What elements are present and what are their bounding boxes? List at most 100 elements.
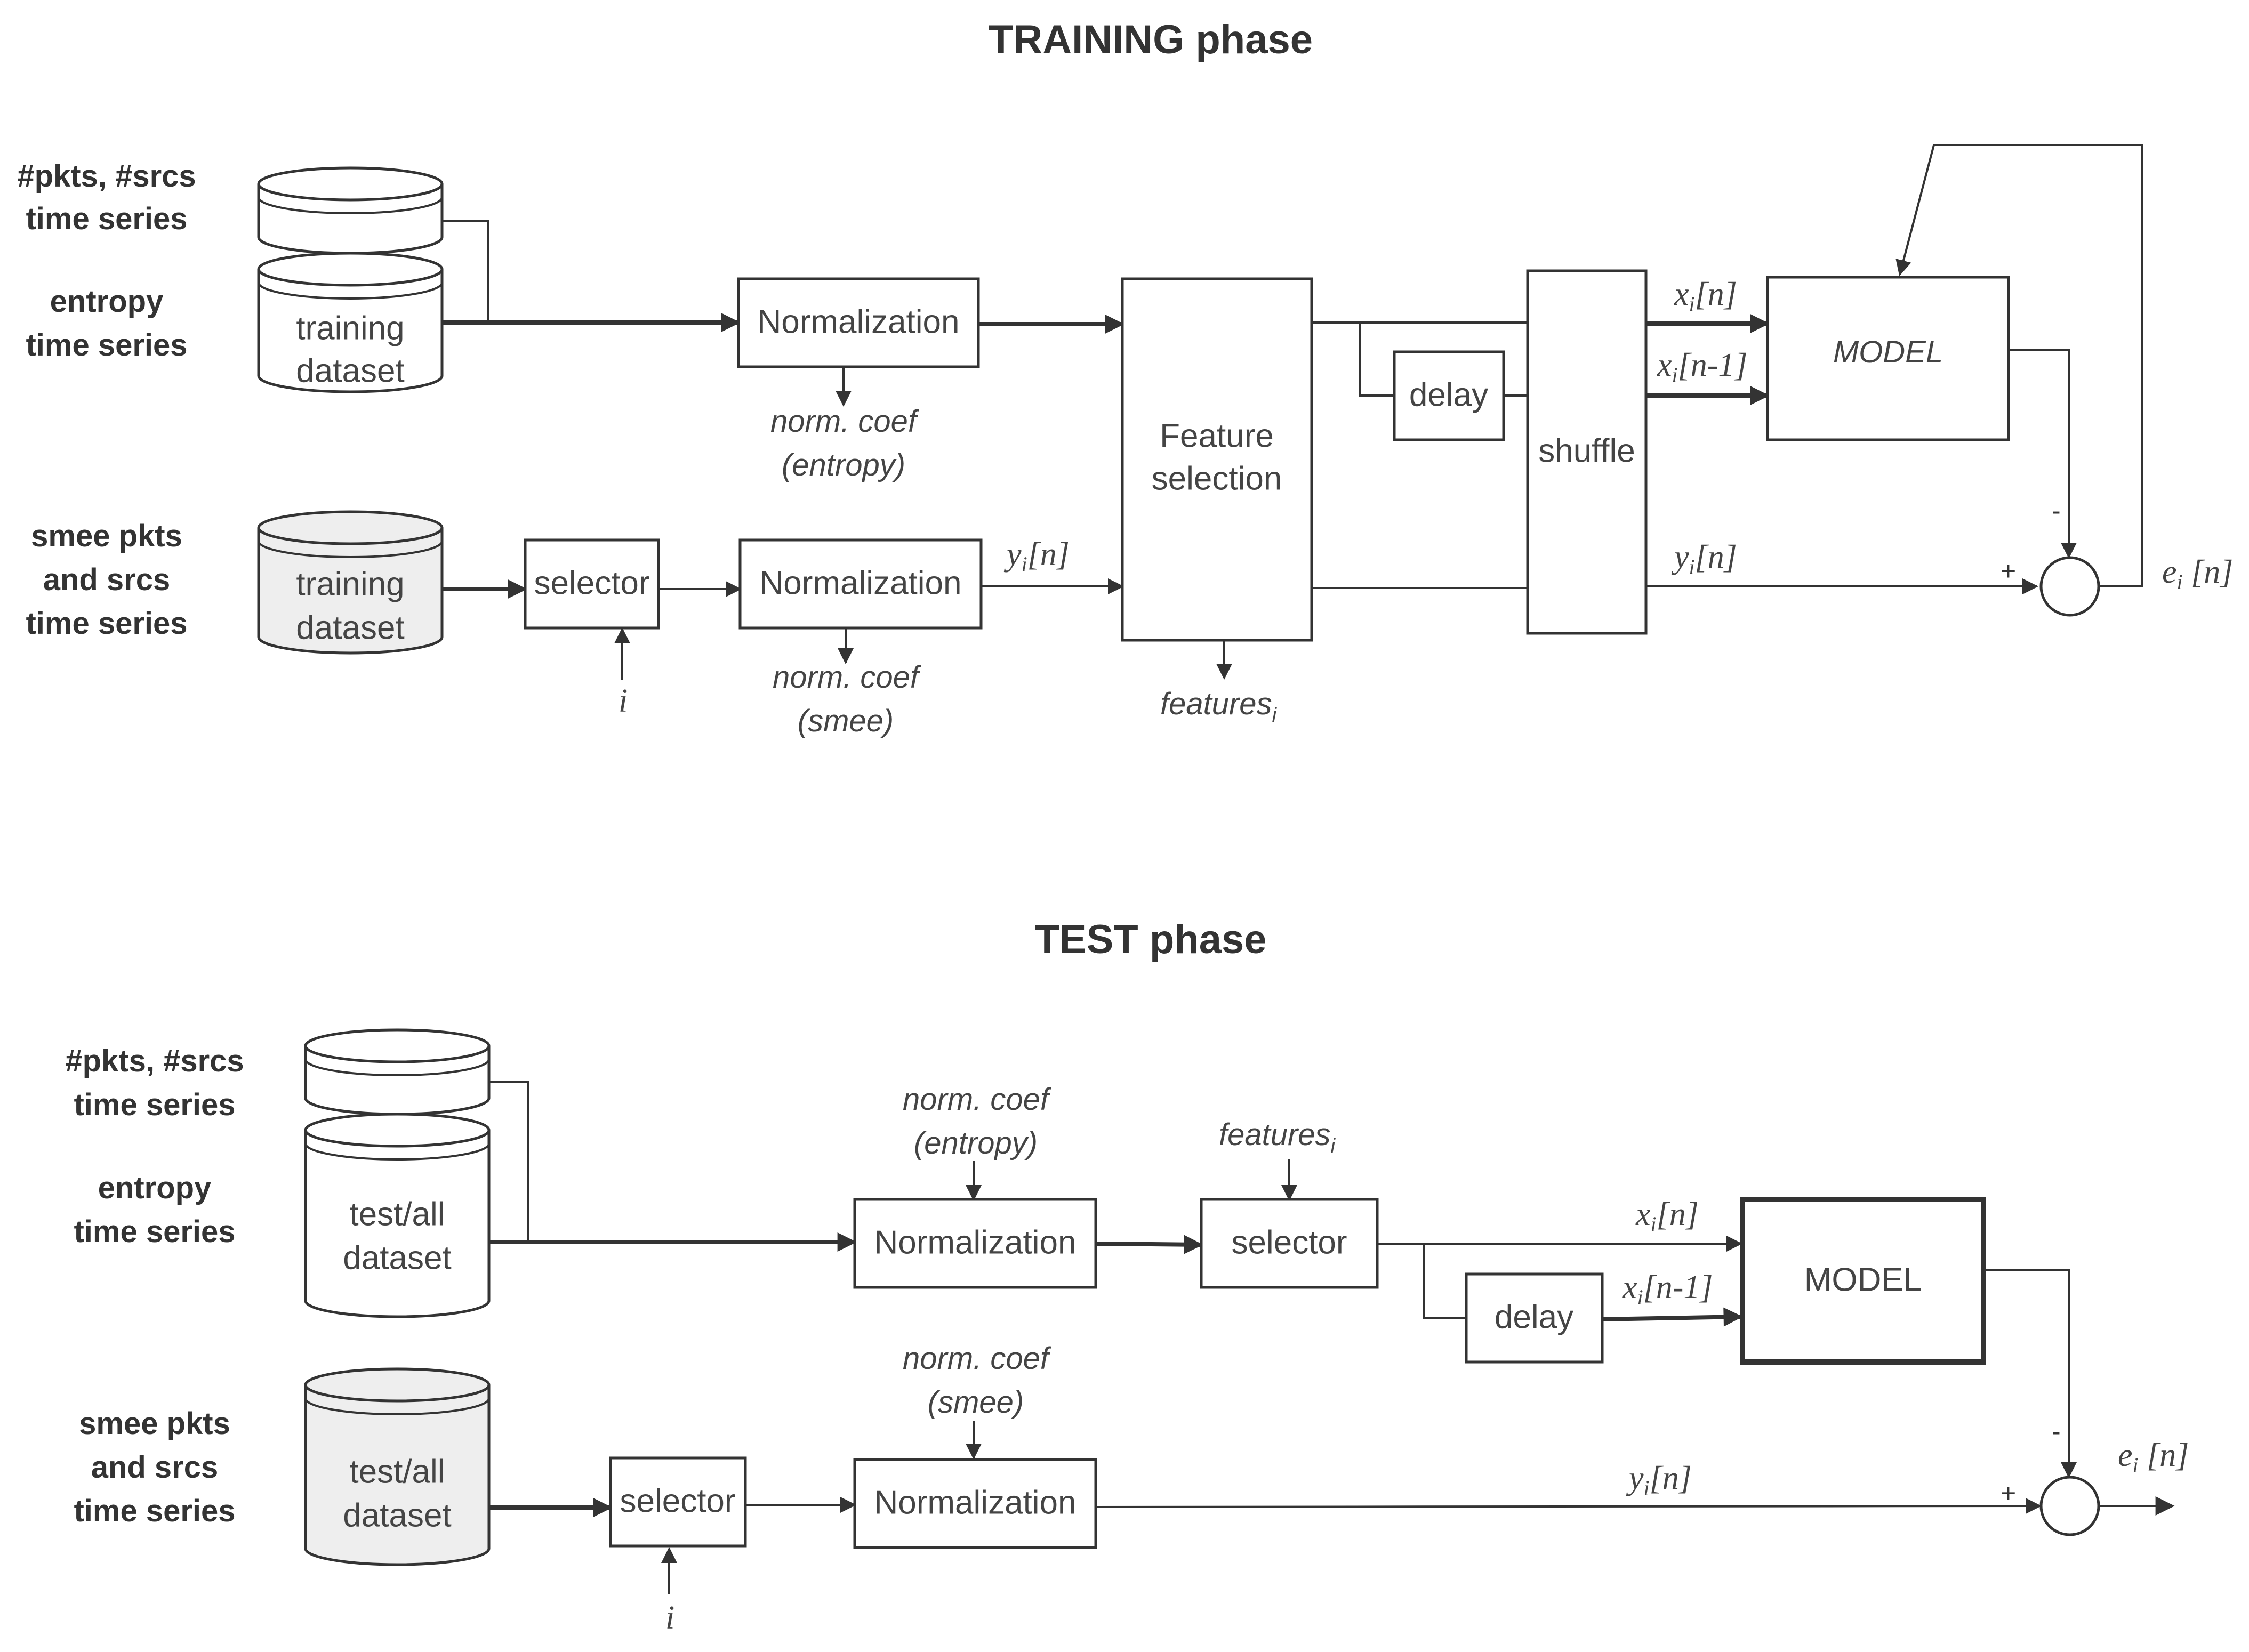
test-normalization-top-label: Normalization: [874, 1224, 1076, 1261]
test-features-subscript: i: [1331, 1135, 1336, 1157]
training-merge-line: [442, 220, 489, 323]
test-x-label: xi[n]: [1635, 1196, 1699, 1236]
x-subscript: i: [1689, 292, 1695, 316]
test-input-entropy-label-a: entropy: [98, 1171, 212, 1205]
test-y-n-suffix: [n]: [1650, 1460, 1692, 1496]
training-normalization-bottom-box: [738, 538, 983, 630]
test-x-subscript: i: [1651, 1212, 1657, 1236]
test-y-symbol: y: [1626, 1460, 1644, 1496]
training-plus-sign: +: [2001, 556, 2016, 586]
training-selector-input-label: i: [619, 683, 628, 719]
test-normcoef-smee-label-a: norm. coef: [903, 1341, 1052, 1376]
training-phase: TRAINING phase #pkts, #srcs time series …: [17, 17, 2233, 738]
training-smee-dataset-label-b: dataset: [296, 609, 404, 646]
training-input-entropy-label-a: entropy: [50, 284, 164, 319]
training-selector-label: selector: [534, 565, 649, 601]
training-input-pkts-label-a: #pkts, #srcs: [17, 159, 196, 194]
test-sum-junction: [2039, 1476, 2100, 1536]
features-subscript: i: [1272, 704, 1278, 727]
x1-subscript: i: [1672, 363, 1678, 387]
training-input-smee-label-b: and srcs: [43, 562, 171, 597]
test-normalization-bottom-label: Normalization: [874, 1484, 1076, 1521]
test-x1-label: xi[n-1]: [1622, 1269, 1713, 1309]
training-dataset-label-a: training: [296, 310, 404, 346]
training-dataset-label-b: dataset: [296, 352, 404, 389]
training-normcoef-entropy-label-a: norm. coef: [770, 404, 920, 439]
training-title: TRAINING phase: [989, 17, 1313, 62]
y-symbol: y: [1003, 536, 1022, 573]
test-delay-label: delay: [1495, 1299, 1573, 1335]
test-dataset-stack-top: [304, 1028, 491, 1116]
training-fs-to-delay: [1359, 323, 1394, 397]
test-normcoef-smee-label-b: (smee): [928, 1385, 1024, 1420]
y2-subscript: i: [1689, 555, 1695, 579]
training-feature-selection-label-b: selection: [1152, 460, 1282, 497]
test-arrow-norm-to-selector: [1095, 1235, 1203, 1254]
test-smee-dataset-label-a: test/all: [349, 1453, 445, 1490]
test-arrow-x1-to-model: [1602, 1307, 1743, 1327]
training-delay-box: [1393, 350, 1505, 441]
test-normcoef-entropy-label-a: norm. coef: [903, 1082, 1052, 1117]
training-sum-junction: [2039, 556, 2100, 617]
training-dataset-cylinder: training dataset: [257, 252, 444, 393]
y2-n-suffix: [n]: [1695, 539, 1737, 575]
y2-symbol: y: [1671, 539, 1689, 575]
test-model-to-sum: [1983, 1269, 2077, 1478]
test-e-label: ei [n]: [2118, 1437, 2189, 1477]
test-arrow-y-to-sum: [1095, 1498, 2042, 1514]
training-input-entropy-label-b: time series: [26, 328, 187, 362]
test-e-n-suffix: [n]: [2139, 1437, 2189, 1473]
test-input-pkts-label-b: time series: [74, 1087, 235, 1122]
test-selector-bottom-box: [609, 1456, 747, 1548]
training-dataset-stack-top: [257, 166, 444, 255]
test-normcoef-entropy-label-b: (entropy): [914, 1126, 1038, 1161]
training-shuffle-box: [1526, 269, 1648, 635]
x-n-suffix: [n]: [1695, 276, 1737, 312]
y-n-suffix: [n]: [1027, 536, 1070, 573]
training-normcoef-entropy-label-b: (entropy): [782, 448, 905, 482]
test-features-in-label: featuresi: [1219, 1117, 1336, 1157]
test-input-entropy-label-b: time series: [74, 1214, 235, 1249]
test-dataset-label-a: test/all: [349, 1196, 445, 1232]
training-feedback-loop: [1895, 144, 2143, 587]
training-e-label: ei [n]: [2162, 554, 2233, 594]
training-input-pkts-label-b: time series: [26, 202, 187, 236]
training-input-smee-label-c: time series: [26, 606, 187, 641]
training-x-label: xi[n]: [1674, 276, 1737, 316]
test-input-smee-label-b: and srcs: [91, 1450, 219, 1485]
test-smee-dataset-label-b: dataset: [343, 1497, 451, 1534]
test-model-label: MODEL: [1804, 1261, 1922, 1298]
x-symbol: x: [1674, 276, 1689, 312]
training-minus-sign: -: [2052, 496, 2061, 526]
training-y-label-2: yi[n]: [1671, 539, 1737, 579]
y-subscript: i: [1022, 552, 1027, 576]
training-normalization-bottom-label: Normalization: [759, 565, 961, 601]
test-features-word: features: [1219, 1117, 1331, 1152]
e-subscript: i: [2177, 570, 2183, 594]
test-x1-subscript: i: [1637, 1285, 1643, 1309]
test-e-symbol: e: [2118, 1437, 2133, 1473]
test-y-subscript: i: [1644, 1476, 1650, 1500]
test-normalization-bottom-box: [853, 1458, 1097, 1549]
training-feature-selection-label-a: Feature: [1160, 417, 1274, 454]
test-dataset-label-b: dataset: [343, 1239, 451, 1276]
training-model-label: MODEL: [1833, 335, 1943, 369]
e-symbol: e: [2162, 554, 2177, 590]
training-feature-selection-box: [1121, 277, 1313, 642]
training-shuffle-label: shuffle: [1538, 432, 1635, 469]
training-normalization-top-label: Normalization: [757, 303, 959, 340]
training-normcoef-smee-label-b: (smee): [798, 704, 894, 738]
test-selector-to-delay: [1423, 1244, 1466, 1319]
test-selector-input-label: i: [665, 1600, 674, 1636]
training-smee-dataset-cylinder: training dataset: [257, 510, 444, 655]
test-y-label: yi[n]: [1626, 1460, 1692, 1500]
training-input-smee-label-a: smee pkts: [31, 519, 182, 553]
test-x-symbol: x: [1635, 1196, 1651, 1232]
training-delay-label: delay: [1409, 376, 1488, 413]
x1-symbol: x: [1657, 347, 1672, 383]
test-merge-line: [489, 1081, 529, 1242]
training-normcoef-smee-label-a: norm. coef: [773, 660, 922, 695]
training-selector-box: [524, 538, 660, 630]
test-smee-dataset-cylinder: test/all dataset: [304, 1367, 491, 1566]
